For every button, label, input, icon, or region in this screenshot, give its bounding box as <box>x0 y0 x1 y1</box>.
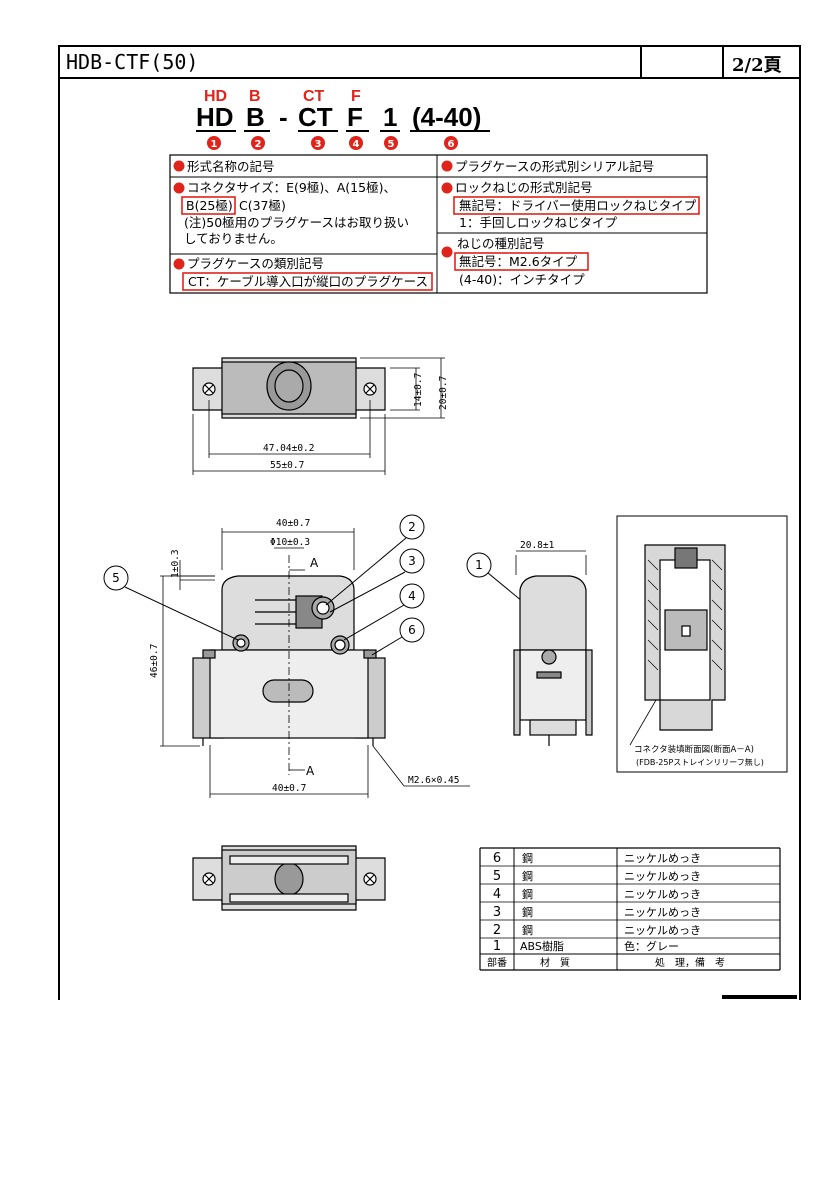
code-seg-f: F <box>347 102 363 132</box>
section-mark-bottom: A <box>306 764 315 778</box>
legend-table: 形式名称の記号 コネクタサイズ：E(9極)、A(15極)、 B(25極) C(3… <box>169 154 708 294</box>
marker-1: 1 <box>211 139 218 150</box>
legend-item1: 形式名称の記号 <box>187 159 275 174</box>
callout-1: 1 <box>475 558 483 572</box>
title-bar: HDB-CTF(50) 2/2頁 <box>60 47 799 79</box>
drawing-sheet: HDB-CTF(50) 2/2頁 <box>58 45 801 1000</box>
parts-table-text: 6 鋼 ニッケルめっき 5 鋼 ニッケルめっき 4 鋼 ニッケルめっき 3 鋼 … <box>487 851 725 969</box>
top-view <box>192 357 445 475</box>
callout-6: 6 <box>408 623 416 637</box>
part-material: 鋼 <box>522 869 533 883</box>
marker-3: 3 <box>315 139 322 150</box>
marker-5: 5 <box>388 139 395 150</box>
callout-2: 2 <box>408 520 416 534</box>
dim-front-d: Φ10±0.3 <box>270 537 310 548</box>
page-number: 2/2頁 <box>732 55 782 76</box>
dim-top-w2: 55±0.7 <box>270 460 304 471</box>
legend-item6: ねじの種別記号 <box>457 236 545 251</box>
dim-front-bw: 40±0.7 <box>272 783 306 794</box>
part-no: 4 <box>493 887 501 902</box>
marker-6: 6 <box>448 139 455 150</box>
legend-item2-b: B(25極) <box>186 198 233 213</box>
code-seg-1: 1 <box>383 102 397 132</box>
part-material: 鋼 <box>522 887 533 901</box>
part-note: ニッケルめっき <box>624 924 701 937</box>
part-no: 5 <box>493 869 501 884</box>
part-note: 色：グレー <box>624 939 679 953</box>
code-seg-ct: CT <box>298 102 333 132</box>
callout-4: 4 <box>408 589 416 603</box>
bottom-view <box>192 845 386 911</box>
part-note: ニッケルめっき <box>624 852 701 865</box>
part-note: ニッケルめっき <box>624 870 701 883</box>
section-view <box>616 515 788 773</box>
part-material: 鋼 <box>522 851 533 865</box>
front-view <box>160 528 470 798</box>
section-caption-1: コネクタ装填断面図(断面A－A) <box>634 744 754 755</box>
legend-item3: プラグケースの類別記号 <box>187 256 324 271</box>
marker-4: 4 <box>353 139 360 150</box>
legend-item6-b: (4-40)：インチタイプ <box>459 272 585 287</box>
part-material: 鋼 <box>522 923 533 937</box>
code-seg-b: B <box>246 102 265 132</box>
dim-front-t: 1±0.3 <box>170 549 181 578</box>
dim-screw: M2.6×0.45 <box>408 775 459 786</box>
dim-side-w: 20.8±1 <box>520 540 555 551</box>
section-mark-top: A <box>310 556 319 570</box>
dim-front-w: 40±0.7 <box>276 518 310 529</box>
legend-item3-ct: CT：ケーブル導入口が縦口のプラグケース <box>188 274 428 289</box>
bottom-rule <box>722 995 797 999</box>
code-seg-hd: HD <box>196 102 234 132</box>
part-code: HD B CT F HD B - CT F 1 (4-40) 1 2 3 4 5… <box>196 88 490 150</box>
section-caption-2: (FDB-25Pストレインリリーフ無し) <box>636 757 764 767</box>
legend-item2-line1: コネクタサイズ：E(9極)、A(15極)、 <box>187 180 396 195</box>
legend-item5-b: 1：手回しロックねじタイプ <box>459 215 617 230</box>
dim-top-w1: 47.04±0.2 <box>263 443 314 454</box>
part-no: 3 <box>493 905 501 920</box>
legend-item4: プラグケースの形式別シリアル記号 <box>455 159 654 174</box>
callout-3: 3 <box>408 554 416 568</box>
legend-item2-note2: しておりません。 <box>184 231 283 246</box>
legend-item5-a: 無記号：ドライバー使用ロックねじタイプ <box>459 198 697 213</box>
part-note: ニッケルめっき <box>624 906 701 919</box>
marker-2: 2 <box>255 139 262 150</box>
side-view <box>513 550 593 746</box>
code-label-b: B <box>249 88 261 105</box>
part-no: 1 <box>493 939 501 954</box>
code-label-hd: HD <box>204 88 227 105</box>
code-markers: 1 2 3 4 5 6 <box>207 136 458 150</box>
dim-top-h2: 20±0.7 <box>438 376 449 410</box>
table-header-no: 部番 <box>487 956 507 969</box>
part-material: 鋼 <box>522 905 533 919</box>
code-label-ct: CT <box>303 88 325 105</box>
part-material: ABS樹脂 <box>520 939 564 953</box>
parts-table <box>479 847 781 971</box>
divider <box>640 47 642 77</box>
legend-item5: ロックねじの形式別記号 <box>455 180 593 195</box>
part-no: 2 <box>493 923 501 938</box>
part-no: 6 <box>493 851 501 866</box>
divider <box>722 47 724 77</box>
legend-item2-c: C(37極) <box>239 198 286 213</box>
code-seg-4-40: (4-40) <box>412 102 481 132</box>
drawing-title: HDB-CTF(50) <box>66 50 199 74</box>
table-header-material: 材 質 <box>540 956 570 969</box>
legend-item6-a: 無記号：M2.6タイプ <box>459 254 578 269</box>
callouts <box>103 514 529 656</box>
callout-5: 5 <box>112 571 120 585</box>
legend-item2-note1: (注)50極用のプラグケースはお取り扱い <box>184 215 409 230</box>
part-note: ニッケルめっき <box>624 888 701 901</box>
code-seg-dash: - <box>279 102 288 132</box>
dim-top-h1: 14±0.7 <box>413 373 424 407</box>
table-header-note: 処 理，備 考 <box>655 956 725 969</box>
dim-front-h: 46±0.7 <box>149 644 160 678</box>
code-label-f: F <box>351 88 361 105</box>
